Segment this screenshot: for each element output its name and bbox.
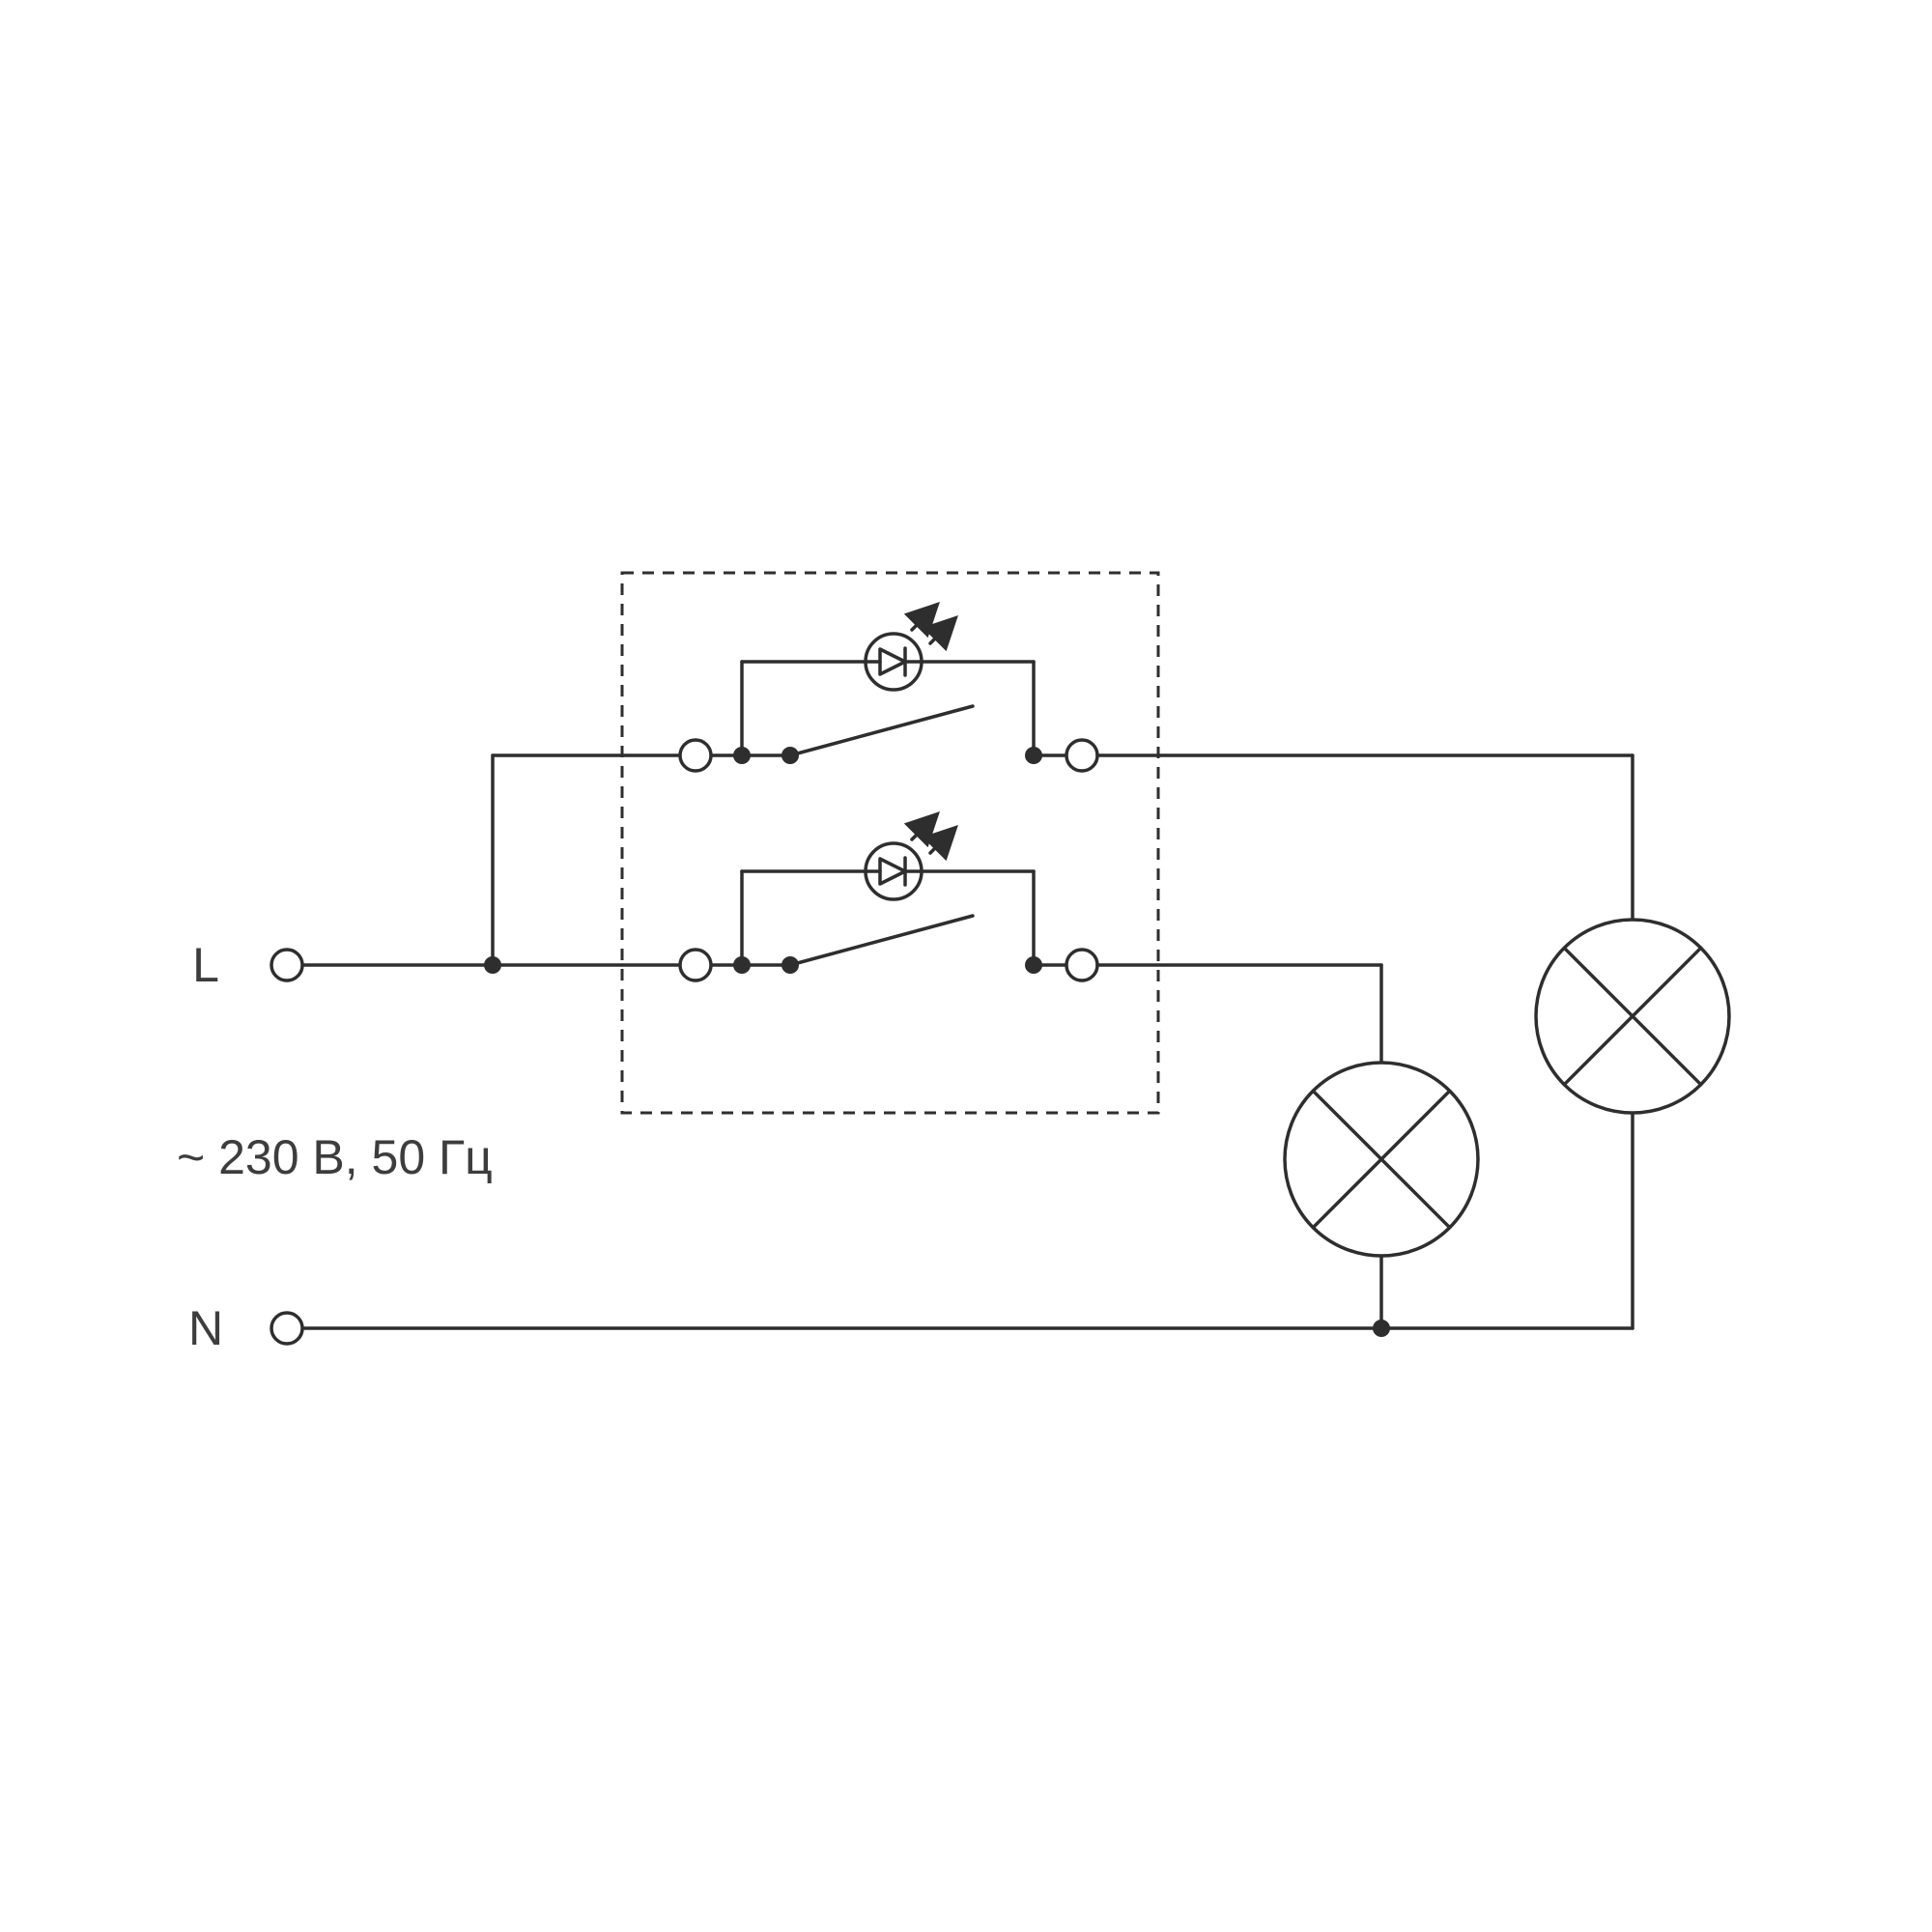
line-terminal — [270, 948, 304, 982]
lamp-cross-line — [1311, 1089, 1452, 1230]
neutral-wires — [300, 1320, 1634, 1337]
switch-gang-2 — [680, 816, 1097, 980]
lamp-2 — [1534, 918, 1731, 1115]
lamp-1 — [1283, 1061, 1480, 1258]
line-junction-node — [484, 956, 501, 974]
lamp-cross-line — [1562, 946, 1703, 1087]
neutral-terminal — [270, 1311, 304, 1346]
switch-unit-outline — [620, 571, 1160, 1115]
supply-rating-label: ~ 230 В, 50 Гц — [177, 1130, 493, 1184]
supply-wires — [300, 753, 682, 974]
neutral-junction-node — [1373, 1320, 1390, 1337]
line-terminal-label: L — [192, 938, 219, 992]
neutral-terminal-label: N — [188, 1301, 223, 1355]
switch-gang-1 — [680, 607, 1097, 771]
load-wires — [1095, 753, 1634, 1330]
